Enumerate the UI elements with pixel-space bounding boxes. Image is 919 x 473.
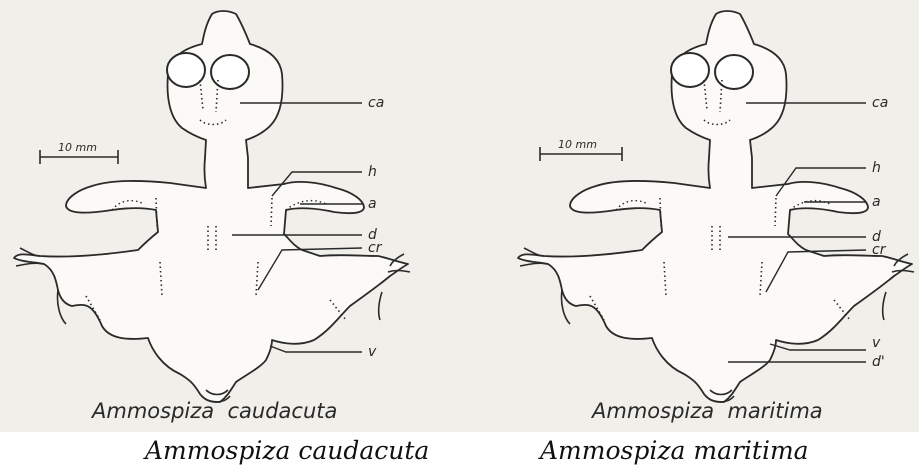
scale-label-right: 10 mm [558, 138, 597, 151]
label-left-cr: cr [368, 240, 383, 256]
label-right-ca: ca [872, 95, 888, 111]
label-right-cr: cr [872, 242, 887, 258]
label-left-a: a [368, 196, 377, 212]
plate-caption-left: Ammospiza caudacuta [90, 399, 337, 423]
label-right-a: a [872, 194, 881, 210]
label-left-ca: ca [368, 95, 384, 111]
caption-right: Ammospiza maritima [540, 436, 809, 465]
label-right-v: v [872, 335, 881, 351]
plate-caption-right: Ammospiza maritima [590, 399, 823, 423]
scale-label-left: 10 mm [58, 141, 97, 154]
label-right-h: h [872, 160, 881, 176]
specimen-plate: 10 mm 10 mm ca h a d cr v ca h a d cr v … [0, 0, 919, 432]
label-right-d-prime: d' [872, 354, 885, 370]
label-left-h: h [368, 164, 377, 180]
label-left-v: v [368, 344, 377, 360]
caption-left: Ammospiza caudacuta [145, 436, 429, 465]
